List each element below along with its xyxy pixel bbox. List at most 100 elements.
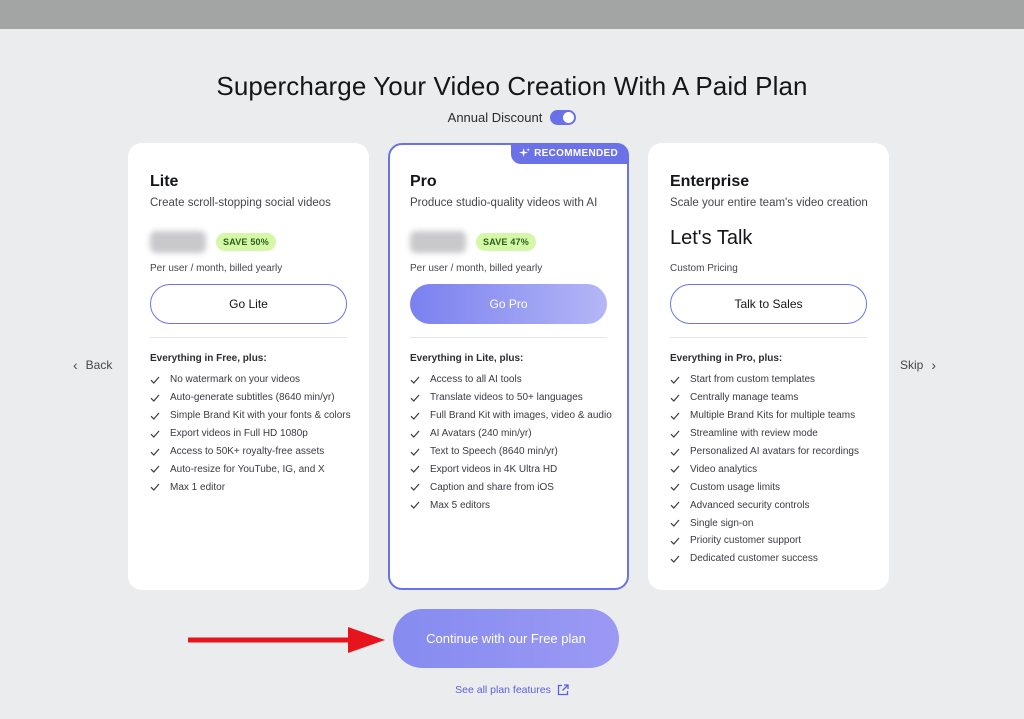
feature-text: Max 5 editors [430, 499, 491, 511]
divider [410, 337, 607, 338]
go-lite-button[interactable]: Go Lite [150, 284, 347, 324]
feature-text: Access to all AI tools [430, 374, 522, 386]
check-icon [410, 376, 420, 384]
check-icon [150, 412, 160, 420]
feature-text: Simple Brand Kit with your fonts & color… [170, 410, 351, 422]
feature-item: Export videos in Full HD 1080p [150, 425, 347, 443]
plan-name: Pro [410, 173, 437, 190]
feature-text: Start from custom templates [690, 374, 816, 386]
feature-item: Export videos in 4K Ultra HD [410, 460, 607, 478]
feature-item: Advanced security controls [670, 496, 867, 514]
annual-discount-toggle[interactable] [550, 110, 577, 125]
feature-item: Single sign-on [670, 514, 867, 532]
feature-text: Auto-resize for YouTube, IG, and X [170, 463, 325, 475]
check-icon [150, 448, 160, 456]
back-button[interactable]: ‹ Back [73, 358, 112, 372]
feature-text: Multiple Brand Kits for multiple teams [690, 410, 856, 422]
plan-description: Scale your entire team's video creation [670, 197, 868, 209]
feature-text: Centrally manage teams [690, 392, 799, 404]
plan-card-lite: Lite Create scroll-stopping social video… [128, 143, 369, 590]
feature-item: Access to 50K+ royalty-free assets [150, 443, 347, 461]
feature-text: Access to 50K+ royalty-free assets [170, 446, 325, 457]
plan-name: Enterprise [670, 173, 750, 190]
see-all-label: See all plan features [455, 684, 551, 696]
feature-text: Advanced security controls [690, 499, 810, 511]
blurred-price [150, 231, 206, 253]
includes-heading: Everything in Free, plus: [150, 353, 267, 364]
feature-item: Full Brand Kit with images, video & audi… [410, 407, 612, 425]
feature-item: Max 1 editor [150, 478, 347, 496]
check-icon [410, 412, 420, 420]
feature-text: Single sign-on [690, 517, 754, 529]
price-row: SAVE 50% [150, 229, 347, 255]
feature-item: Custom usage limits [670, 478, 867, 496]
feature-text: Export videos in 4K Ultra HD [430, 463, 558, 475]
save-badge: SAVE 50% [216, 233, 276, 251]
feature-text: Full Brand Kit with images, video & audi… [430, 410, 612, 422]
feature-item: Multiple Brand Kits for multiple teams [670, 407, 867, 425]
feature-text: Auto-generate subtitles (8640 min/yr) [170, 392, 335, 404]
blurred-price [410, 231, 466, 253]
see-all-features-link[interactable]: See all plan features [0, 684, 1024, 696]
check-icon [670, 430, 680, 438]
check-icon [670, 555, 680, 563]
plan-card-enterprise: Enterprise Scale your entire team's vide… [648, 143, 889, 590]
includes-heading: Everything in Lite, plus: [410, 353, 524, 364]
check-icon [670, 465, 680, 474]
check-icon [410, 394, 420, 402]
check-icon [670, 501, 680, 510]
plan-name: Lite [150, 173, 179, 190]
recommended-badge: RECOMMENDED [511, 143, 629, 164]
continue-free-plan-button[interactable]: Continue with our Free plan [393, 609, 619, 668]
feature-item: Max 5 editors [410, 496, 607, 514]
divider [150, 337, 347, 338]
red-arrow-icon [188, 627, 385, 653]
feature-text: Custom usage limits [690, 481, 781, 493]
check-icon [410, 501, 420, 510]
feature-item: Personalized AI avatars for recordings [670, 443, 867, 461]
feature-text: Max 1 editor [170, 481, 226, 493]
feature-text: Caption and share from iOS [430, 481, 554, 493]
chevron-right-icon: › [931, 357, 937, 373]
billing-note: Per user / month, billed yearly [410, 263, 543, 274]
annual-discount-label: Annual Discount [447, 110, 543, 125]
check-icon [670, 519, 680, 527]
check-icon [150, 394, 160, 402]
feature-text: Streamline with review mode [690, 428, 818, 440]
feature-text: Text to Speech (8640 min/yr) [430, 446, 558, 457]
feature-text: Export videos in Full HD 1080p [170, 428, 308, 440]
check-icon [150, 465, 160, 474]
feature-item: Translate videos to 50+ languages [410, 389, 607, 407]
back-label: Back [85, 358, 113, 372]
check-icon [150, 430, 160, 438]
billing-note: Per user / month, billed yearly [150, 263, 283, 274]
price-text: Let's Talk [670, 227, 753, 249]
talk-to-sales-button[interactable]: Talk to Sales [670, 284, 867, 324]
annual-discount-row: Annual Discount [0, 110, 1024, 125]
feature-item: Start from custom templates [670, 371, 867, 389]
feature-item: Simple Brand Kit with your fonts & color… [150, 407, 351, 425]
check-icon [410, 483, 420, 492]
check-icon [670, 412, 680, 420]
feature-text: Video analytics [690, 463, 758, 475]
feature-text: AI Avatars (240 min/yr) [430, 428, 532, 440]
page-title: Supercharge Your Video Creation With A P… [216, 71, 808, 101]
external-link-icon [557, 684, 569, 696]
recommended-label: RECOMMENDED [534, 148, 618, 159]
feature-item: Auto-generate subtitles (8640 min/yr) [150, 389, 347, 407]
skip-button[interactable]: Skip › [900, 358, 936, 372]
feature-text: Personalized AI avatars for recordings [690, 446, 859, 457]
feature-item: Priority customer support [670, 532, 867, 550]
check-icon [670, 448, 680, 456]
check-icon [670, 394, 680, 402]
check-icon [670, 537, 680, 545]
feature-item: Centrally manage teams [670, 389, 867, 407]
plan-card-pro: RECOMMENDED Pro Produce studio-quality v… [388, 143, 629, 590]
includes-heading: Everything in Pro, plus: [670, 353, 783, 364]
toggle-knob [563, 112, 575, 123]
go-pro-button[interactable]: Go Pro [410, 284, 607, 324]
top-bar [0, 0, 1024, 29]
feature-item: AI Avatars (240 min/yr) [410, 425, 607, 443]
